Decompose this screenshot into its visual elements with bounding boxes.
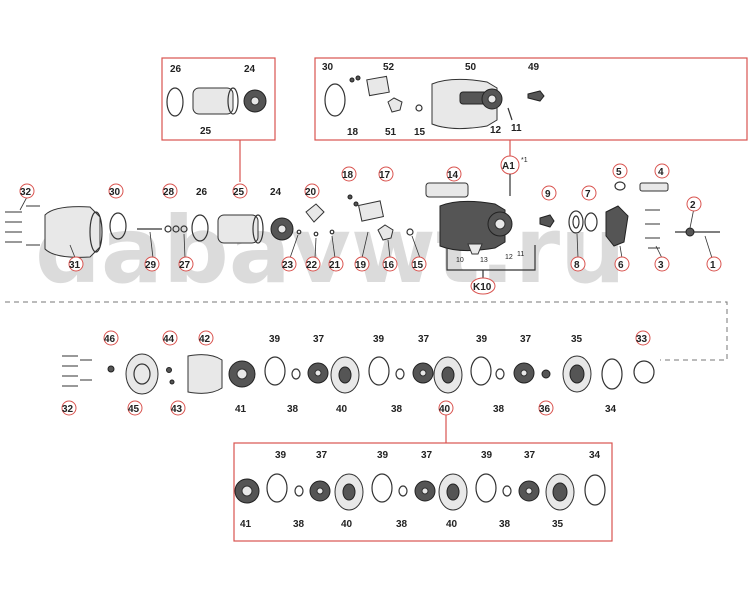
- callout-38-inset-b: 38: [396, 519, 408, 530]
- callout-a1-note: *1: [521, 157, 528, 164]
- callout-50-inset: 50: [465, 62, 477, 73]
- inset-gearbox-callouts: 39 37 39 37 39 37 34 41 38 40 38 40 38 3…: [240, 450, 601, 530]
- callout-38-inset-c: 38: [499, 519, 511, 530]
- callout-32-gear: 32: [62, 404, 74, 415]
- callout-36: 36: [539, 404, 551, 415]
- callout-38-a: 38: [287, 404, 299, 415]
- callout-52-inset: 52: [383, 62, 395, 73]
- callout-24-main: 24: [270, 187, 282, 198]
- callout-40-a: 40: [336, 404, 348, 415]
- callout-39-inset-c: 39: [481, 450, 493, 461]
- callout-3-main: 3: [658, 260, 664, 271]
- callout-24-inset: 24: [244, 64, 256, 75]
- callout-30-main: 30: [109, 187, 121, 198]
- callout-21-main: 21: [329, 260, 341, 271]
- callout-37-inset-c: 37: [524, 450, 536, 461]
- callout-14-main: 14: [447, 170, 459, 181]
- callout-11-inset: 11: [511, 123, 522, 134]
- callout-15-inset: 15: [414, 127, 426, 138]
- callout-12-inset: 12: [490, 125, 502, 136]
- callout-39-inset-a: 39: [275, 450, 287, 461]
- callout-37-inset-a: 37: [316, 450, 328, 461]
- callout-39-c: 39: [476, 334, 488, 345]
- callout-5-main: 5: [616, 167, 622, 178]
- callout-39-inset-b: 39: [377, 450, 389, 461]
- inset-gearbox-parts: [234, 473, 606, 511]
- callout-34-inset: 34: [589, 450, 601, 461]
- inset-box-motor: [161, 57, 276, 141]
- inset-a1-parts: [324, 75, 545, 130]
- callout-9-main: 9: [545, 189, 551, 200]
- callout-45: 45: [128, 404, 140, 415]
- callout-43: 43: [171, 404, 183, 415]
- callout-26-inset: 26: [170, 64, 182, 75]
- main-row-callouts: 32 30 28 26 25 24 20 18 17 14 9 7 5 4 2 …: [19, 163, 722, 295]
- callout-42: 42: [199, 334, 211, 345]
- main-row-leaders: [19, 196, 713, 261]
- callout-29-main: 29: [145, 260, 157, 271]
- callout-34-a: 34: [605, 404, 617, 415]
- callout-32-main: 32: [20, 187, 32, 198]
- callout-38-c: 38: [493, 404, 505, 415]
- callout-10-k10: 10: [456, 257, 464, 264]
- callout-26-main: 26: [196, 187, 208, 198]
- callout-37-b: 37: [418, 334, 430, 345]
- callout-a1: A1: [502, 161, 515, 172]
- callout-19-main: 19: [355, 260, 367, 271]
- callout-38-b: 38: [391, 404, 403, 415]
- dashed-separator: [5, 301, 728, 361]
- callout-46: 46: [104, 334, 116, 345]
- callout-49-inset: 49: [528, 62, 540, 73]
- callout-39-a: 39: [269, 334, 281, 345]
- callout-41-inset: 41: [240, 519, 252, 530]
- gearbox-row-parts: [62, 353, 655, 395]
- callout-37-a: 37: [313, 334, 325, 345]
- callout-25-inset: 25: [200, 126, 212, 137]
- callout-11-k10: 11: [517, 251, 524, 258]
- callout-37-c: 37: [520, 334, 532, 345]
- inset-box-gearbox: [233, 442, 613, 542]
- callout-35-a: 35: [571, 334, 583, 345]
- callout-13-k10: 13: [480, 257, 488, 264]
- watermark: dabavwt.ru: [35, 197, 626, 304]
- callout-18-inset: 18: [347, 127, 359, 138]
- callout-16-main: 16: [383, 260, 395, 271]
- callout-4-main: 4: [658, 167, 664, 178]
- main-row-parts: [5, 181, 720, 280]
- callout-20-main: 20: [305, 187, 317, 198]
- callout-17-main: 17: [379, 170, 391, 181]
- callout-22-main: 22: [306, 260, 318, 271]
- callout-7-main: 7: [585, 189, 591, 200]
- callout-44: 44: [163, 334, 175, 345]
- callout-25-main: 25: [233, 187, 245, 198]
- callout-51-inset: 51: [385, 127, 397, 138]
- callout-12-k10: 12: [505, 254, 513, 261]
- callout-40-inset-a: 40: [341, 519, 353, 530]
- callout-15-main: 15: [412, 260, 424, 271]
- inset-motor-parts: [166, 87, 267, 117]
- callout-2-main: 2: [690, 200, 696, 211]
- callout-8-main: 8: [574, 260, 580, 271]
- callout-40-b: 40: [439, 404, 451, 415]
- callout-40-inset-b: 40: [446, 519, 458, 530]
- callout-33: 33: [636, 334, 648, 345]
- callout-30-inset: 30: [322, 62, 334, 73]
- callout-1-main: 1: [710, 260, 716, 271]
- callout-18-main: 18: [342, 170, 354, 181]
- callout-41-a: 41: [235, 404, 247, 415]
- callout-37-inset-b: 37: [421, 450, 433, 461]
- callout-28-main: 28: [163, 187, 175, 198]
- callout-38-inset-a: 38: [293, 519, 305, 530]
- callout-39-b: 39: [373, 334, 385, 345]
- callout-27-main: 27: [179, 260, 191, 271]
- callout-35-inset: 35: [552, 519, 564, 530]
- inset-box-a1: [314, 57, 748, 141]
- gearbox-row-callouts: 46 44 42 39 37 39 37 39 37 35 33 32 45 4…: [61, 330, 651, 416]
- callout-31-main: 31: [69, 260, 81, 271]
- callout-23-main: 23: [282, 260, 294, 271]
- callout-k10: K10: [473, 282, 492, 293]
- callout-6-main: 6: [618, 260, 624, 271]
